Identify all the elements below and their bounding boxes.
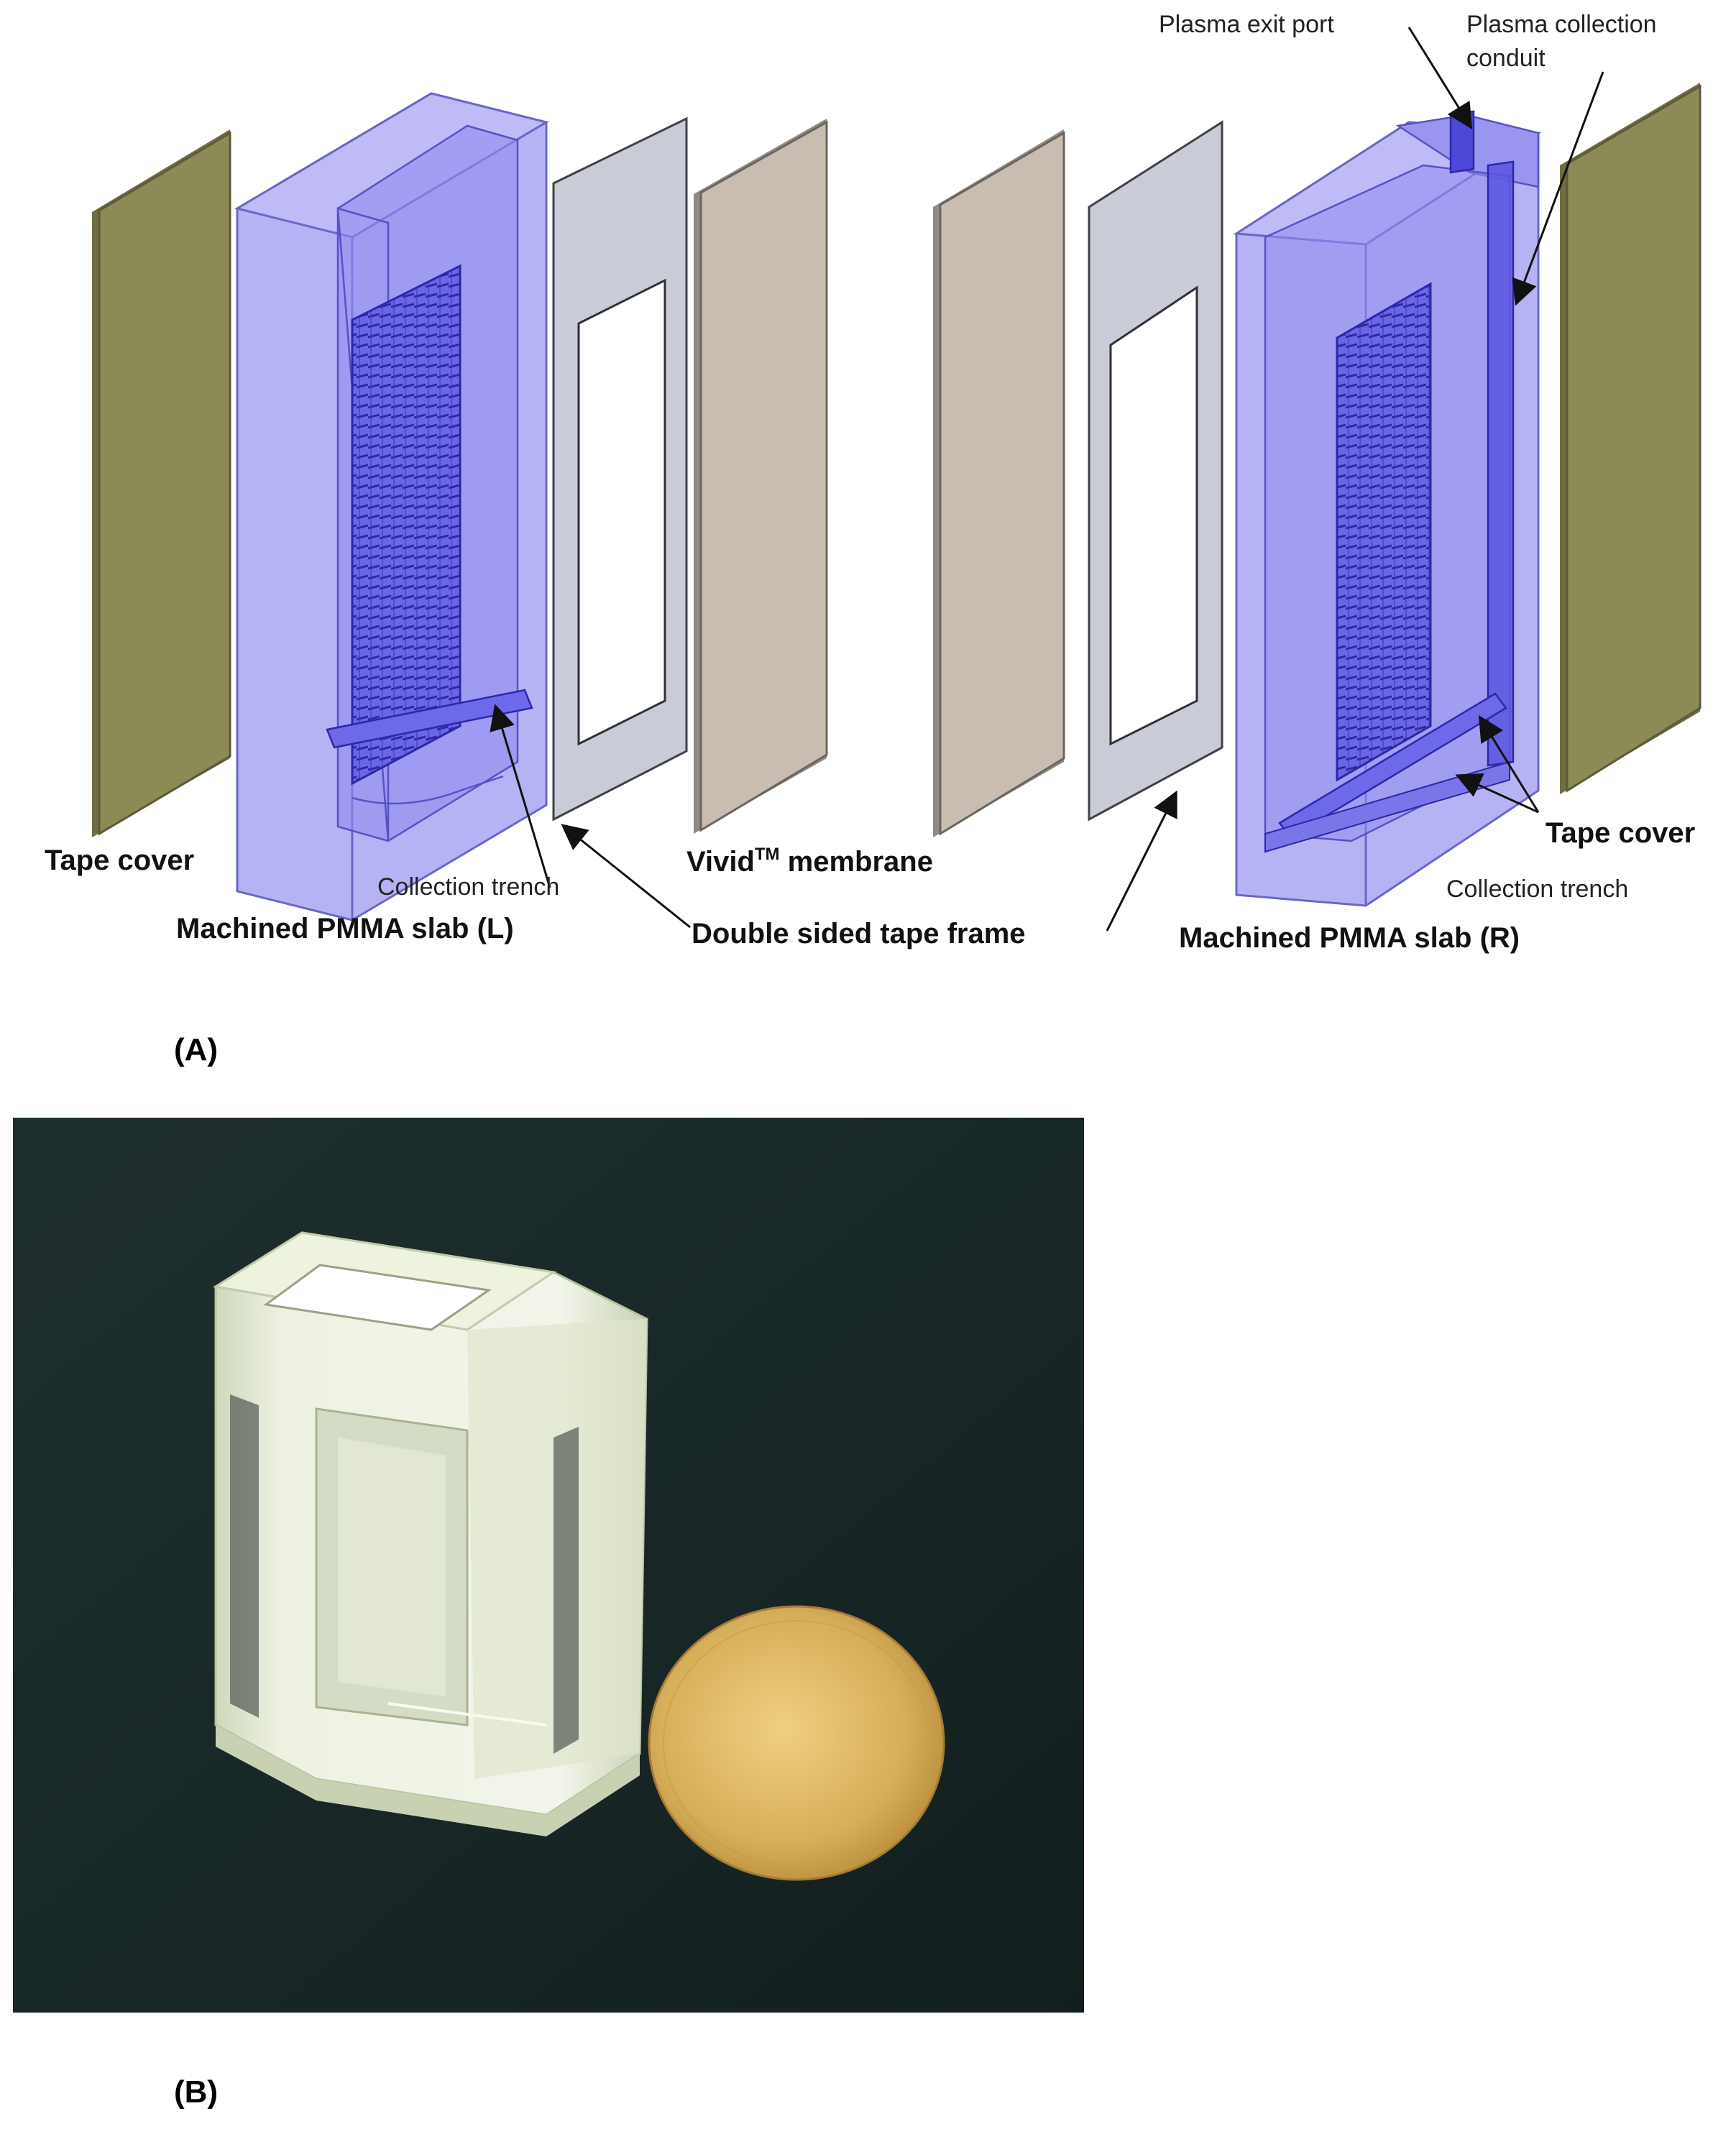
leader-tape-frame-right (1106, 790, 1177, 932)
tape-frame-left (552, 116, 688, 822)
leader-collection-trench-right-b (1455, 773, 1539, 814)
leader-tape-frame-left (561, 824, 691, 929)
label-double-sided-tape-frame: Double sided tape frame (692, 918, 1026, 949)
panel-label-b: (B) (174, 2074, 218, 2110)
label-tape-cover-left: Tape cover (45, 845, 194, 876)
label-plasma-collection-conduit-2: conduit (1466, 45, 1546, 72)
leader-lines (490, 27, 1604, 932)
label-pmma-slab-left: Machined PMMA slab (L) (176, 913, 514, 944)
pmma-slab-right (1233, 110, 1542, 907)
pmma-slab-left (234, 92, 549, 921)
tape-cover-right (1560, 83, 1701, 794)
panel-label-a: (A) (174, 1032, 218, 1067)
label-collection-trench-right: Collection trench (1446, 875, 1628, 903)
label-plasma-exit-port: Plasma exit port (1159, 11, 1334, 38)
leader-collection-trench-left (490, 704, 551, 888)
membrane-left (694, 119, 828, 834)
membrane-right (933, 129, 1065, 837)
panel-a-exploded-view: Tape cover Collection trench Machined PM… (45, 11, 1701, 1067)
pillar-array-right (1336, 282, 1432, 782)
label-plasma-collection-conduit-1: Plasma collection (1466, 11, 1657, 38)
panel-b-photo: (B) (13, 1118, 1084, 2110)
label-vivid-membrane: VividTM membrane (686, 845, 933, 878)
pillar-array-left (351, 264, 461, 786)
coin (648, 1605, 945, 1881)
plasma-exit-port (1449, 110, 1475, 174)
label-collection-trench-left: Collection trench (377, 873, 559, 901)
leader-collection-trench-right-a (1478, 714, 1540, 813)
label-tape-cover-right: Tape cover (1546, 817, 1695, 849)
assembled-device (212, 1231, 648, 1836)
leader-plasma-collection-conduit (1512, 71, 1604, 306)
tape-cover-left (92, 129, 231, 837)
tape-frame-right (1088, 120, 1223, 822)
plasma-collection-conduit (1487, 160, 1515, 767)
label-pmma-slab-right: Machined PMMA slab (R) (1179, 922, 1520, 954)
leader-plasma-exit-port (1407, 27, 1473, 130)
collection-trench-left (326, 689, 533, 749)
